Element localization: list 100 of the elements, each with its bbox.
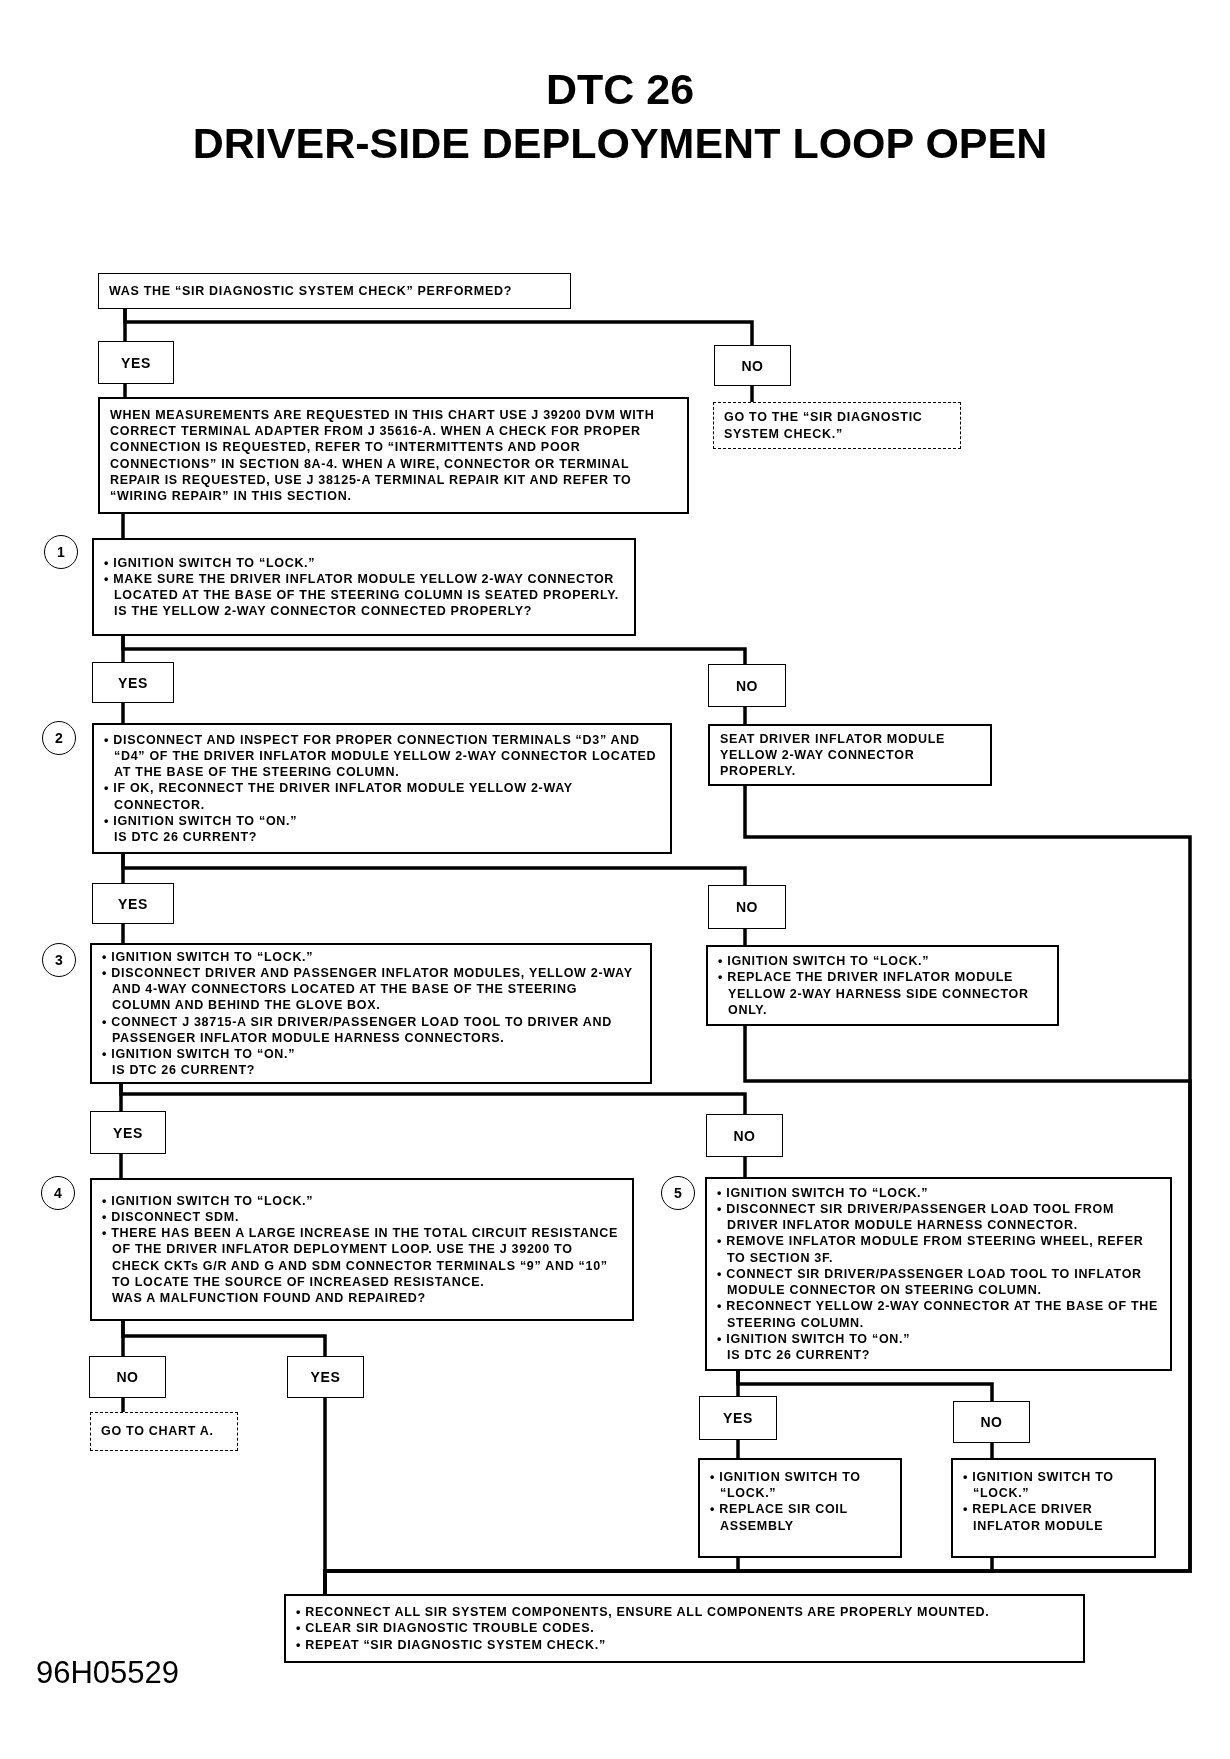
connector-line bbox=[743, 1157, 747, 1177]
instruction-item: • REPLACE SIR COIL ASSEMBLY bbox=[710, 1501, 849, 1534]
connector-line bbox=[121, 1398, 125, 1412]
connector-line bbox=[119, 1154, 123, 1178]
step-number: 2 bbox=[55, 730, 63, 746]
decision-branch-box bbox=[699, 1396, 777, 1440]
instruction-item: • IGNITION SWITCH TO “LOCK.” bbox=[710, 1469, 862, 1502]
instruction-item: • REMOVE INFLATOR MODULE FROM STEERING WHEEL, REFER TO SECTION 3F. bbox=[717, 1233, 1145, 1266]
branch-label: NO bbox=[733, 1127, 756, 1144]
connector-line bbox=[123, 384, 127, 397]
instruction-box bbox=[706, 945, 1059, 1026]
instruction-box bbox=[284, 1594, 1085, 1663]
step-number-circle bbox=[41, 1176, 75, 1210]
instruction-text: WHEN MEASUREMENTS ARE REQUESTED IN THIS CHART USE J 39200 DVM WITH CORRECT TERMINAL ADAPTER FROM J 35616-A. WHEN A CHECK FOR PROPER CONNECTION IS REQUESTED, REFER TO “INTERMITTENTS AND POOR CONNECTIONS” IN SECTION 8A-4. WHEN A WIRE, CONNECTOR OR TERMINAL REPAIR IS REQUESTED, USE J 38125-A TERMINAL REPAIR KIT AND REFER TO “WIRING REPAIR” IN THIS SECTION. bbox=[110, 406, 656, 505]
instruction-item: • IGNITION SWITCH TO “ON.” bbox=[102, 1045, 296, 1063]
connector-line bbox=[121, 854, 747, 885]
decision-branch-box bbox=[706, 1114, 783, 1157]
instruction-item: • MAKE SURE THE DRIVER INFLATOR MODULE YELLOW 2-WAY CONNECTOR LOCATED AT THE BASE OF THE STEERING COLUMN IS SEATED PROPERLY. bbox=[104, 570, 620, 604]
step-number: 5 bbox=[674, 1185, 682, 1201]
instruction-item: • THERE HAS BEEN A LARGE INCREASE IN THE TOTAL CIRCUIT RESISTANCE OF THE DRIVER INFLATOR DEPLOYMENT LOOP. USE THE J 39200 TO CHECK CKTs G/R AND G AND SDM CONNECTOR TERMINALS “9” AND “10” TO LOCATE THE SOURCE OF INCREASED RESISTANCE. bbox=[102, 1225, 620, 1290]
decision-branch-box bbox=[714, 345, 791, 386]
connector-line bbox=[736, 1440, 740, 1458]
question-text: IS DTC 26 CURRENT? bbox=[726, 1346, 871, 1364]
decision-branch-box bbox=[90, 1111, 166, 1154]
decision-branch-box bbox=[92, 662, 174, 703]
question-text: IS DTC 26 CURRENT? bbox=[111, 1062, 256, 1079]
instruction-item: • RECONNECT YELLOW 2-WAY CONNECTOR AT THE BASE OF THE STEERING COLUMN. bbox=[717, 1298, 1160, 1331]
branch-label: YES bbox=[113, 1124, 143, 1141]
branch-label: NO bbox=[735, 899, 759, 915]
connector-line bbox=[121, 924, 125, 943]
step-number-circle bbox=[44, 535, 78, 569]
connector-line bbox=[121, 636, 747, 664]
instruction-item: • IGNITION SWITCH TO “LOCK.” bbox=[104, 554, 316, 571]
connector-line bbox=[121, 1321, 327, 1356]
branch-label: NO bbox=[741, 357, 764, 374]
instruction-item: • IGNITION SWITCH TO “LOCK.” bbox=[102, 1192, 314, 1209]
instruction-box bbox=[98, 397, 689, 514]
branch-label: NO bbox=[735, 677, 759, 694]
step-number-circle bbox=[42, 721, 76, 755]
instruction-item: • IGNITION SWITCH TO “ON.” bbox=[717, 1330, 911, 1347]
instruction-item: • CLEAR SIR DIAGNOSTIC TROUBLE CODES. bbox=[296, 1620, 595, 1637]
instruction-item: • REPLACE DRIVER INFLATOR MODULE bbox=[963, 1501, 1105, 1534]
instruction-item: • IF OK, RECONNECT THE DRIVER INFLATOR MODULE YELLOW 2-WAY CONNECTOR. bbox=[104, 780, 574, 813]
connector-line bbox=[750, 386, 754, 402]
instruction-item: • IGNITION SWITCH TO “LOCK.” bbox=[718, 953, 930, 970]
connector-line bbox=[743, 929, 747, 945]
instruction-item: • IGNITION SWITCH TO “LOCK.” bbox=[963, 1469, 1115, 1502]
instruction-box bbox=[698, 1458, 902, 1558]
figure-code: 96H05529 bbox=[36, 1655, 180, 1691]
step-number: 3 bbox=[55, 952, 63, 968]
connector-line bbox=[736, 1371, 994, 1401]
branch-label: NO bbox=[116, 1369, 139, 1385]
instruction-item: • DISCONNECT SIR DRIVER/PASSENGER LOAD TOOL FROM DRIVER INFLATOR MODULE HARNESS CONNECTOR. bbox=[717, 1201, 1116, 1234]
instruction-item: • CONNECT SIR DRIVER/PASSENGER LOAD TOOL TO INFLATOR MODULE CONNECTOR ON STEERING COLUMN. bbox=[717, 1265, 1143, 1299]
decision-branch-box bbox=[89, 1356, 166, 1398]
instruction-item: • REPEAT “SIR DIAGNOSTIC SYSTEM CHECK.” bbox=[296, 1636, 606, 1653]
question-text: WAS THE “SIR DIAGNOSTIC SYSTEM CHECK” PERFORMED? bbox=[109, 282, 513, 300]
connector-line bbox=[123, 309, 754, 345]
branch-label: YES bbox=[121, 354, 151, 371]
instruction-box bbox=[92, 538, 636, 636]
step-number-circle bbox=[42, 943, 76, 977]
step-number: 4 bbox=[54, 1185, 62, 1201]
decision-branch-box bbox=[92, 883, 174, 924]
branch-label: NO bbox=[980, 1414, 1003, 1430]
connector-line bbox=[119, 1084, 747, 1114]
branch-label: YES bbox=[310, 1369, 341, 1385]
instruction-item: • IGNITION SWITCH TO “LOCK.” bbox=[102, 948, 314, 965]
diagram-title: DTC 26 DRIVER-SIDE DEPLOYMENT LOOP OPEN bbox=[192, 64, 1048, 169]
decision-branch-box bbox=[953, 1401, 1030, 1443]
decision-branch-box bbox=[708, 664, 786, 707]
reference-box bbox=[713, 402, 961, 449]
step-number: 1 bbox=[57, 544, 65, 560]
question-text: IS THE YELLOW 2-WAY CONNECTOR CONNECTED PROPERLY? bbox=[113, 603, 533, 620]
decision-branch-box bbox=[287, 1356, 364, 1398]
connector-line bbox=[121, 514, 125, 538]
instruction-item: • IGNITION SWITCH TO “ON.” bbox=[104, 812, 298, 829]
instruction-item: • DISCONNECT SDM. bbox=[102, 1209, 240, 1226]
decision-branch-box bbox=[708, 885, 786, 929]
instruction-item: • DISCONNECT AND INSPECT FOR PROPER CONNECTION TERMINALS “D3” AND “D4” OF THE DRIVER INFLATOR MODULE YELLOW 2-WAY CONNECTOR LOCATED AT THE BASE OF THE STEERING COLUMN. bbox=[104, 731, 658, 781]
instruction-box bbox=[90, 1178, 634, 1321]
branch-label: YES bbox=[118, 674, 148, 691]
instruction-box bbox=[951, 1458, 1156, 1558]
branch-label: YES bbox=[118, 895, 148, 912]
reference-box bbox=[90, 1412, 238, 1451]
question-box bbox=[98, 273, 571, 309]
instruction-item: • DISCONNECT DRIVER AND PASSENGER INFLATOR MODULES, YELLOW 2-WAY AND 4-WAY CONNECTORS LOCATED AT THE BASE OF THE STEERING COLUMN AND BEHIND THE GLOVE BOX. bbox=[102, 964, 634, 1014]
decision-branch-box bbox=[98, 341, 174, 384]
instruction-box bbox=[705, 1177, 1172, 1371]
connector-line bbox=[990, 1443, 994, 1458]
instruction-item: • REPLACE THE DRIVER INFLATOR MODULE YELLOW 2-WAY HARNESS SIDE CONNECTOR ONLY. bbox=[718, 969, 1030, 1018]
instruction-box bbox=[90, 943, 652, 1084]
connector-line bbox=[121, 703, 125, 723]
reference-text: GO TO THE “SIR DIAGNOSTIC SYSTEM CHECK.” bbox=[724, 409, 924, 442]
instruction-box bbox=[708, 724, 992, 786]
instruction-box bbox=[92, 723, 672, 854]
connector-line bbox=[743, 707, 747, 724]
instruction-item: • IGNITION SWITCH TO “LOCK.” bbox=[717, 1184, 929, 1202]
branch-label: YES bbox=[723, 1410, 753, 1426]
step-number-circle bbox=[661, 1176, 695, 1210]
reference-text: GO TO CHART A. bbox=[101, 1423, 214, 1440]
